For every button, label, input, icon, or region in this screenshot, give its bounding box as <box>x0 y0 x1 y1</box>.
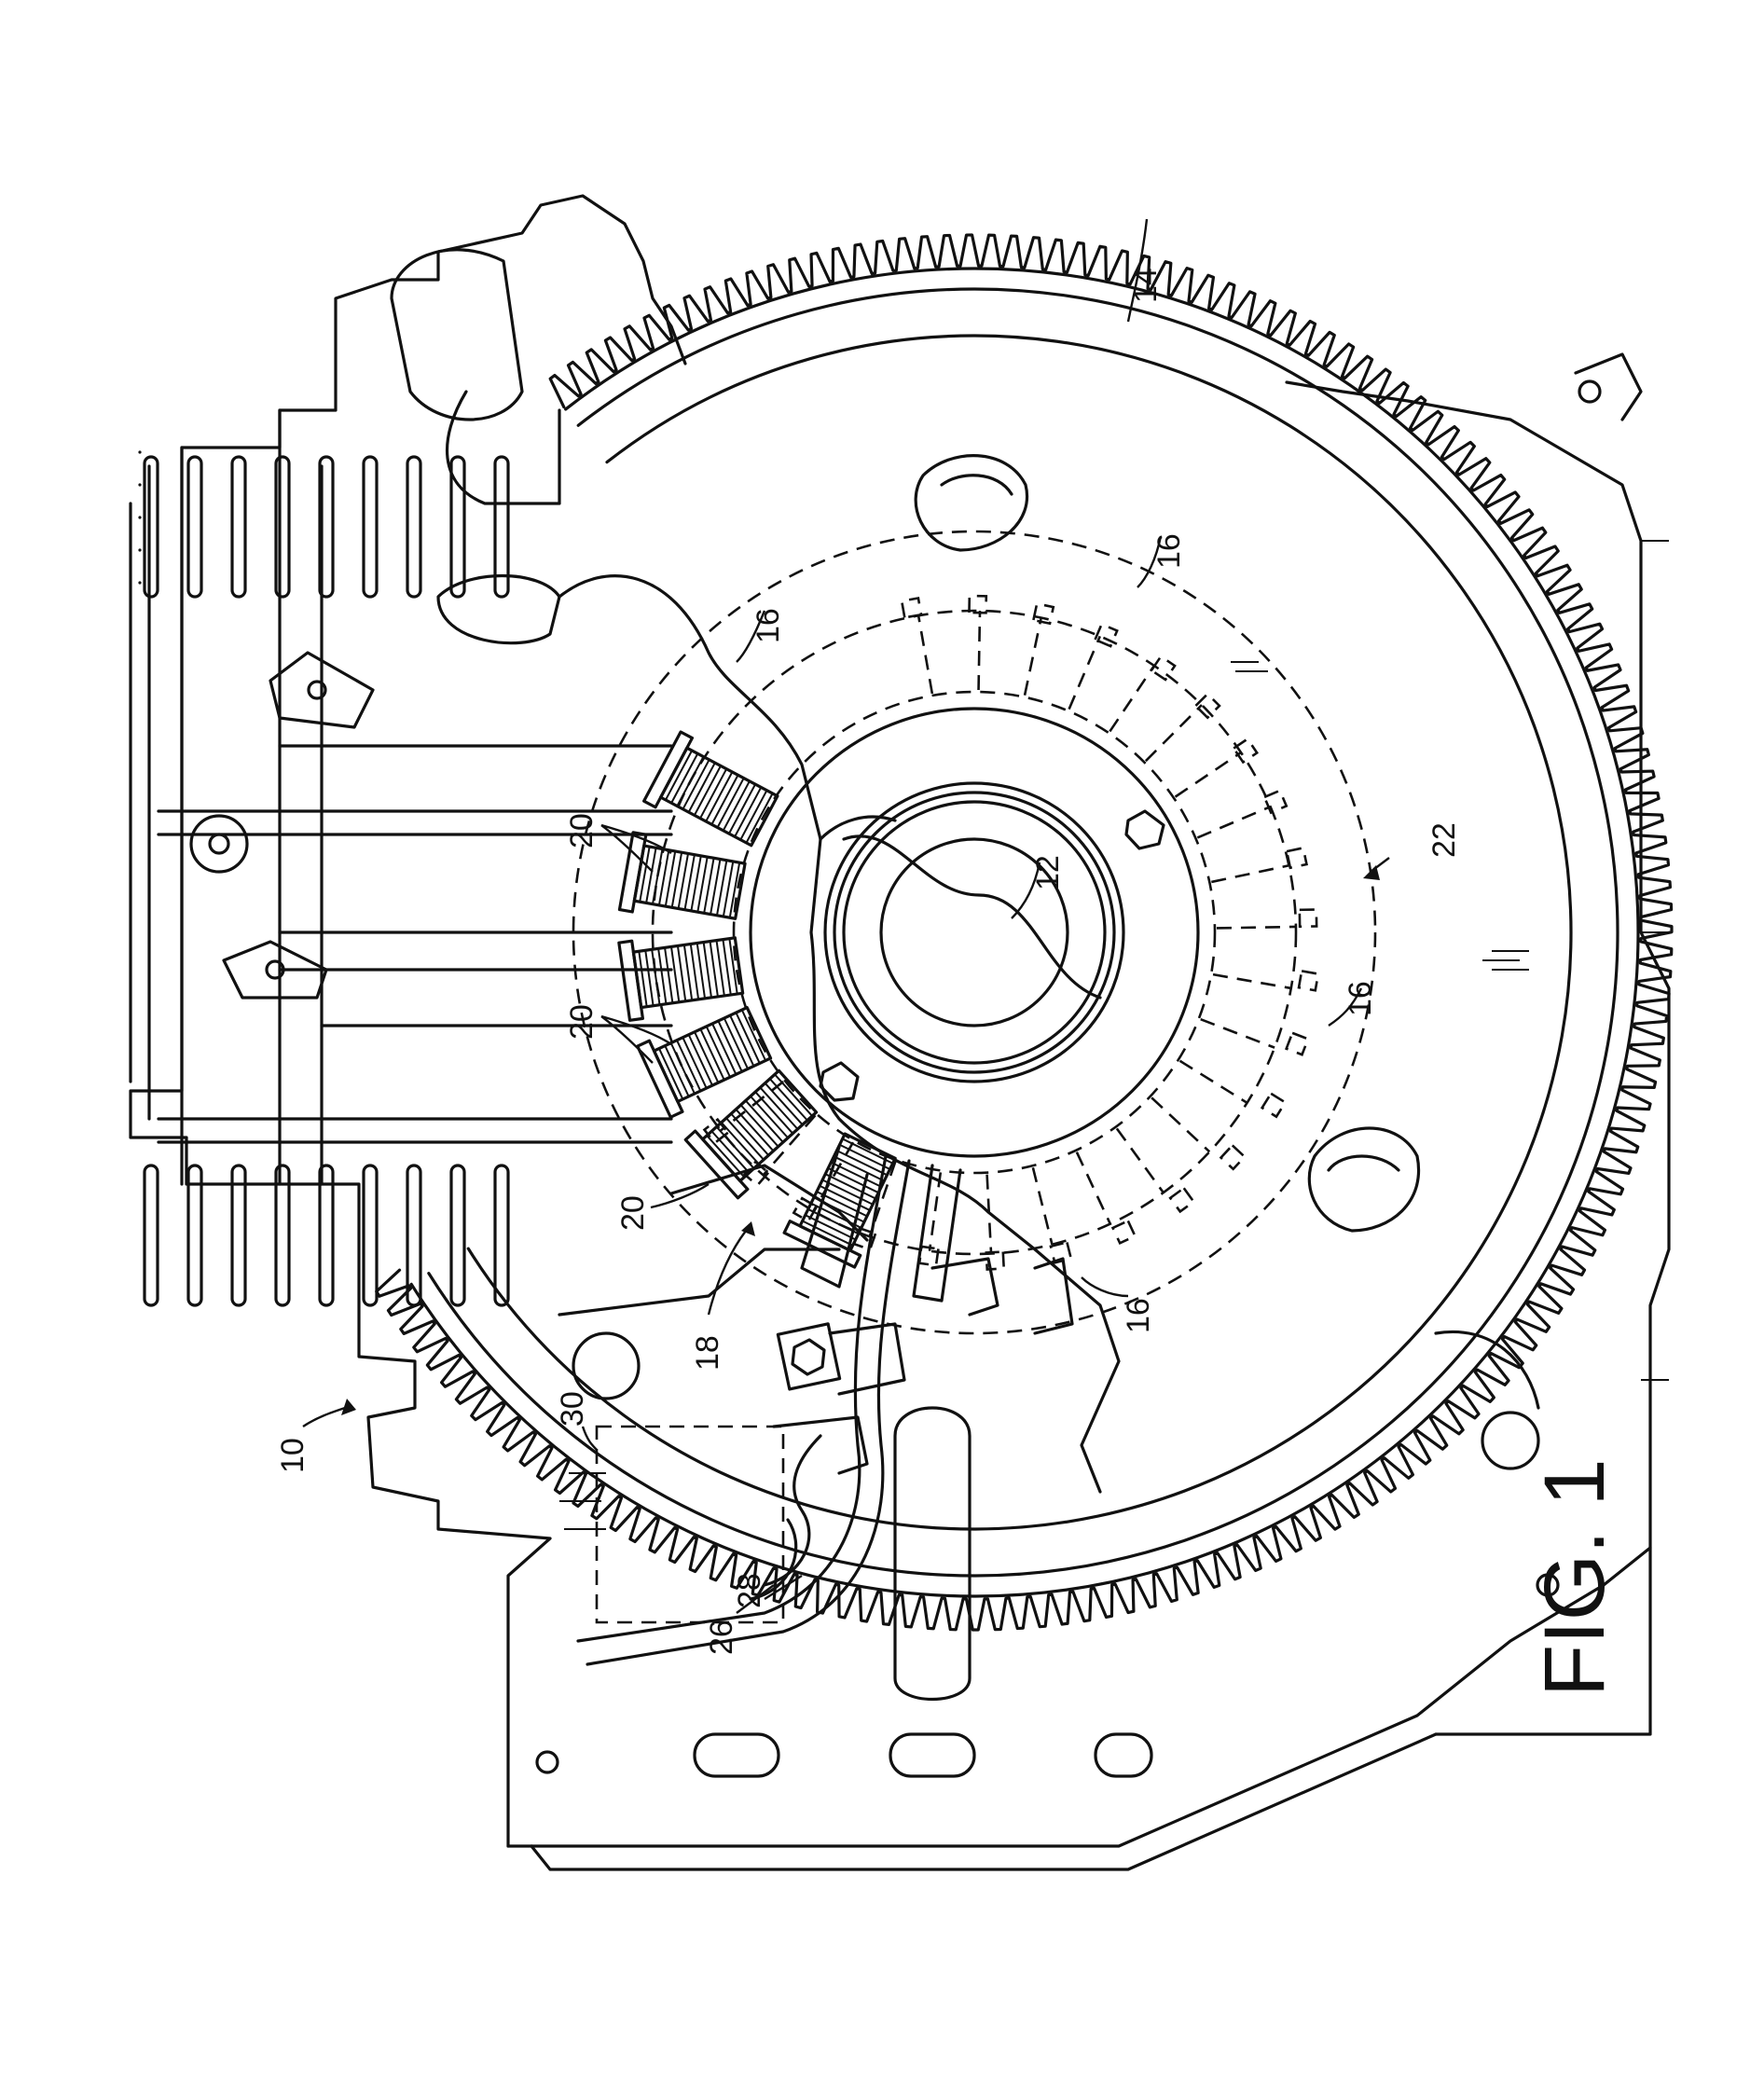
cutaway-region <box>559 576 1119 1492</box>
label-18: 18 <box>690 1335 725 1371</box>
stator-pole <box>1179 1061 1247 1103</box>
label-10: 10 <box>275 1438 310 1473</box>
stator-pole <box>979 611 980 690</box>
stator-coil <box>619 833 747 930</box>
label-16-c: 16 <box>1343 981 1378 1016</box>
stator-pole <box>1211 865 1289 882</box>
stator-pole <box>1197 807 1270 837</box>
label-16-d: 16 <box>1121 1298 1156 1333</box>
fin-top <box>407 457 420 597</box>
stator-pole <box>764 1115 816 1175</box>
pole-tip <box>1151 656 1175 680</box>
stator-pole <box>1217 927 1296 928</box>
stator-coil <box>685 1062 823 1197</box>
hub-and-crankshaft <box>751 709 1198 1156</box>
fin-bottom <box>451 1165 464 1305</box>
fin-bottom <box>188 1165 201 1305</box>
fin-bottom <box>232 1165 245 1305</box>
pole-tip <box>1299 971 1318 990</box>
mounting-bosses <box>573 1331 1538 1776</box>
stator-coil <box>638 998 776 1118</box>
label-30: 30 <box>555 1391 590 1427</box>
fin-bottom <box>145 1165 158 1305</box>
stator-pole <box>1213 974 1291 988</box>
stator-pole <box>1025 618 1041 696</box>
pole-tip <box>1287 1033 1308 1055</box>
stator-pole <box>1117 1128 1164 1193</box>
label-22: 22 <box>1426 822 1462 858</box>
label-12: 12 <box>1030 855 1066 890</box>
label-16-a: 16 <box>751 608 786 643</box>
stator-pole <box>1033 1167 1053 1244</box>
stator-pole <box>1077 1152 1110 1224</box>
figure-caption: FIG. 1 <box>1527 1458 1622 1697</box>
stator-coil <box>644 732 783 855</box>
fin-bottom <box>276 1165 289 1305</box>
engine-housing <box>131 196 1669 1869</box>
label-28: 28 <box>732 1573 767 1608</box>
pole-tip <box>1287 848 1306 867</box>
pole-tip <box>1033 603 1053 623</box>
pole-tip <box>1113 1220 1136 1243</box>
cylinder-cooling-fins <box>131 410 508 1305</box>
fin-bottom <box>495 1165 508 1305</box>
fin-top <box>276 457 289 597</box>
stator-pole <box>1069 636 1100 709</box>
fin-top <box>188 457 201 597</box>
pole-tip <box>902 599 921 618</box>
stator-pole <box>1109 666 1154 731</box>
stator-pole <box>1151 1097 1209 1151</box>
pole-tip <box>1221 1145 1245 1168</box>
fin-top <box>364 457 377 597</box>
stator-pole <box>930 1172 941 1250</box>
label-20-a: 20 <box>564 813 599 848</box>
pole-tip <box>1262 1094 1286 1117</box>
stator-coil <box>619 927 744 1020</box>
stator-pole <box>1201 1019 1275 1047</box>
label-20-b: 20 <box>564 1004 599 1040</box>
label-16-b: 16 <box>1151 533 1187 569</box>
pole-tip <box>1264 791 1287 813</box>
label-20-c: 20 <box>615 1195 651 1231</box>
fin-top <box>145 457 158 597</box>
pole-tip <box>1233 739 1257 763</box>
fin-top <box>232 457 245 597</box>
fin-bottom <box>364 1165 377 1305</box>
fin-bottom <box>320 1165 333 1305</box>
stator-assembly <box>573 531 1375 1333</box>
label-14: 14 <box>1128 268 1164 303</box>
stator-pole <box>1146 705 1202 761</box>
pole-tip <box>1170 1188 1193 1211</box>
label-26: 26 <box>704 1620 739 1655</box>
pole-tip <box>1300 909 1316 926</box>
stator-pole <box>1176 752 1241 797</box>
stator-pole <box>918 615 932 694</box>
